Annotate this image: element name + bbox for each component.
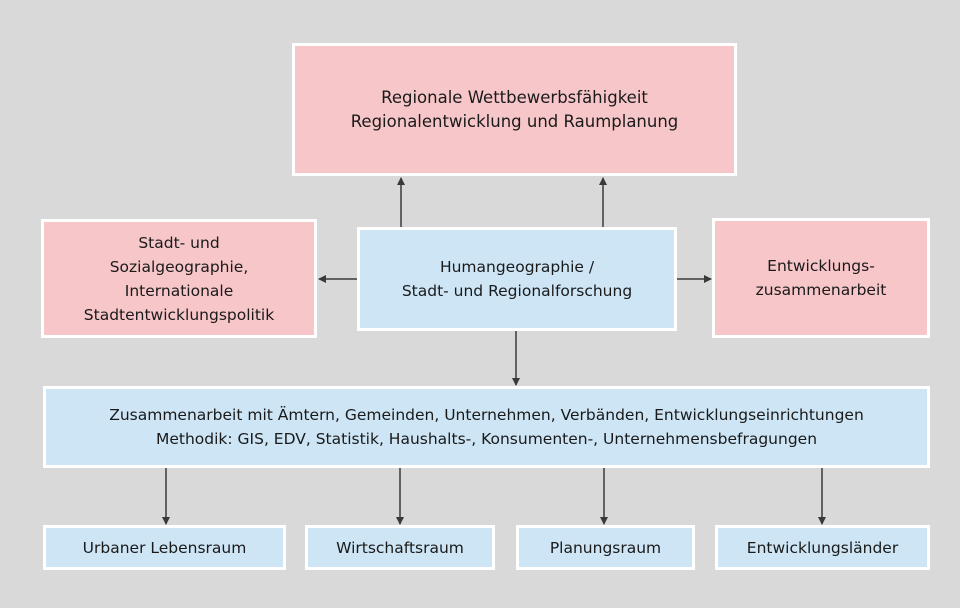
- box-label: Urbaner Lebensraum: [82, 538, 247, 557]
- box-line: Methodik: GIS, EDV, Statistik, Haushalts…: [155, 430, 818, 448]
- regional-competitiveness-box: Regionale Wettbewerbsfähigkeit Regionale…: [292, 43, 737, 176]
- development-cooperation-box: Entwicklungs- zusammenarbeit: [712, 218, 930, 338]
- box-line: Stadtentwicklungspolitik: [83, 305, 275, 324]
- box-line: Internationale: [124, 281, 234, 300]
- box-line: Stadt- und: [138, 233, 220, 252]
- box-label: Entwicklungsländer: [746, 538, 899, 557]
- box-line: Sozialgeographie,: [109, 257, 249, 276]
- box-line: Stadt- und Regionalforschung: [401, 282, 633, 300]
- box-line: Humangeographie /: [439, 258, 595, 276]
- cooperation-methodology-box: Zusammenarbeit mit Ämtern, Gemeinden, Un…: [43, 386, 930, 468]
- box-line: zusammenarbeit: [755, 281, 887, 299]
- human-geography-box: Humangeographie / Stadt- und Regionalfor…: [357, 227, 677, 331]
- box-line: Regionalentwicklung und Raumplanung: [350, 111, 679, 131]
- box-line: Entwicklungs-: [767, 257, 875, 275]
- planning-space-box: Planungsraum: [516, 525, 695, 570]
- economic-space-box: Wirtschaftsraum: [305, 525, 495, 570]
- box-label: Planungsraum: [549, 538, 662, 557]
- developing-countries-box: Entwicklungsländer: [715, 525, 930, 570]
- urban-social-geography-box: Stadt- und Sozialgeographie, Internation…: [41, 219, 317, 338]
- box-label: Wirtschaftsraum: [336, 538, 464, 557]
- box-line: Zusammenarbeit mit Ämtern, Gemeinden, Un…: [109, 406, 864, 424]
- box-line: Regionale Wettbewerbsfähigkeit: [381, 87, 648, 107]
- urban-living-space-box: Urbaner Lebensraum: [43, 525, 286, 570]
